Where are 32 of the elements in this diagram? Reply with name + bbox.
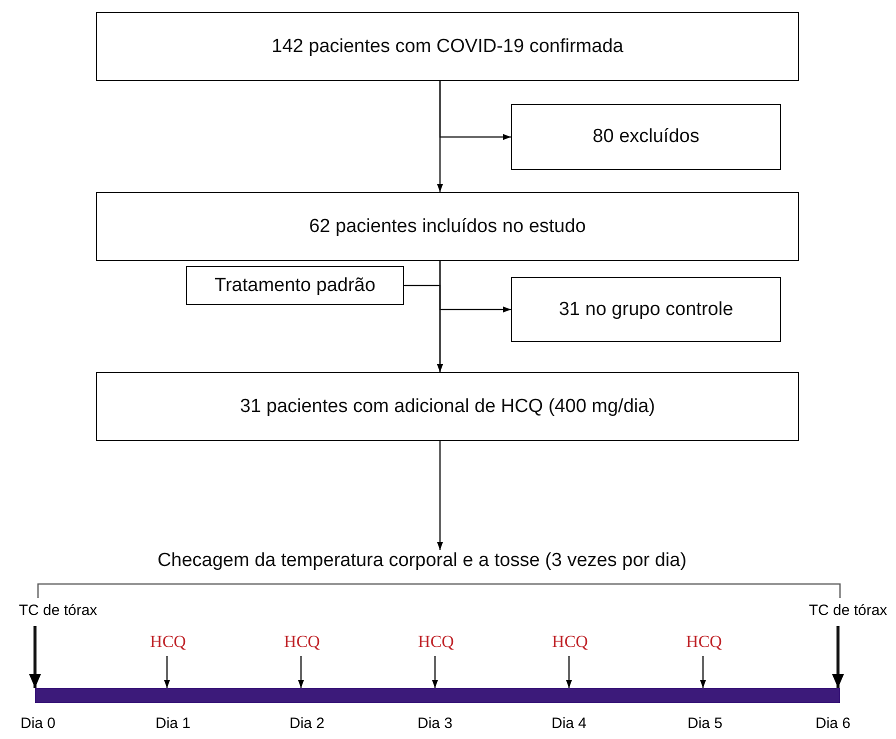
- arrow: [298, 656, 304, 688]
- timeline-bar: [35, 688, 840, 703]
- dose-label: HCQ: [147, 632, 189, 652]
- process-box: 142 pacientes com COVID-19 confirmada: [96, 12, 799, 81]
- arrow: [164, 656, 170, 688]
- arrow: [439, 81, 511, 140]
- day-label: Dia 2: [289, 715, 325, 732]
- annotation-text: Checagem da temperatura corporal e a tosse (3 vezes por dia): [120, 550, 724, 576]
- dose-label: HCQ: [281, 632, 323, 652]
- process-box: 80 excluídos: [511, 104, 781, 170]
- dose-label: HCQ: [683, 632, 725, 652]
- day-label: Dia 1: [155, 715, 191, 732]
- scan-label: TC de tórax: [10, 602, 106, 622]
- day-label: Dia 3: [417, 715, 453, 732]
- arrow: [437, 441, 443, 550]
- dose-label: HCQ: [415, 632, 457, 652]
- process-box: 62 pacientes incluídos no estudo: [96, 192, 799, 261]
- day-label: Dia 6: [815, 715, 851, 732]
- scan-label: TC de tórax: [800, 602, 896, 622]
- arrow: [700, 656, 706, 688]
- day-label: Dia 5: [687, 715, 723, 732]
- process-box: Tratamento padrão: [186, 266, 404, 305]
- arrow: [832, 626, 844, 688]
- dose-label: HCQ: [549, 632, 591, 652]
- arrow: [437, 261, 443, 372]
- arrow: [432, 656, 438, 688]
- day-label: Dia 4: [551, 715, 587, 732]
- arrow: [29, 626, 41, 688]
- day-label: Dia 0: [20, 715, 56, 732]
- arrow: [566, 656, 572, 688]
- process-box: 31 pacientes com adicional de HCQ (400 mg/dia): [96, 372, 799, 441]
- process-box: 31 no grupo controle: [511, 277, 781, 342]
